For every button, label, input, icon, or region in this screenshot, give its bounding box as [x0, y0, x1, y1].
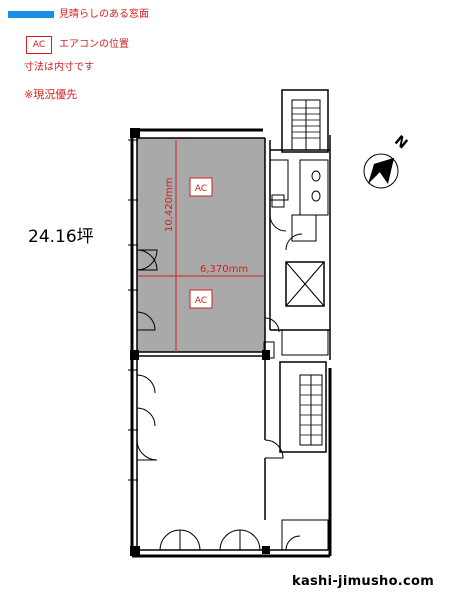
left-windows [128, 139, 138, 481]
core-top [263, 89, 329, 359]
ac-unit-north: AC [189, 177, 213, 197]
legend-view-window-label: 見晴らしのある窓面 [59, 9, 149, 20]
width-dimension-label: 6,370mm [200, 264, 248, 275]
ac-unit-south: AC [189, 289, 213, 309]
compass-icon: N [363, 133, 410, 189]
leased-area [137, 138, 265, 352]
legend-view-window-swatch [8, 11, 54, 18]
site-watermark: kashi-jimusho.com [292, 574, 435, 589]
legend-ac-symbol: AC [26, 36, 52, 54]
legend-ac-label: エアコンの位置 [59, 39, 129, 50]
pillars [130, 128, 270, 556]
priority-note: ※現況優先 [24, 88, 78, 101]
height-dimension-label: 10,420mm [164, 178, 175, 232]
core-bottom [279, 361, 329, 551]
exterior-walls [130, 128, 332, 558]
ac-unit-north-label: AC [195, 184, 207, 194]
compass-north-label: N [391, 133, 410, 153]
dimension-note: 寸法は内寸です [24, 62, 94, 73]
doors [136, 214, 303, 551]
ac-unit-south-label: AC [195, 296, 207, 306]
floor-area-label: 24.16坪 [28, 227, 94, 247]
